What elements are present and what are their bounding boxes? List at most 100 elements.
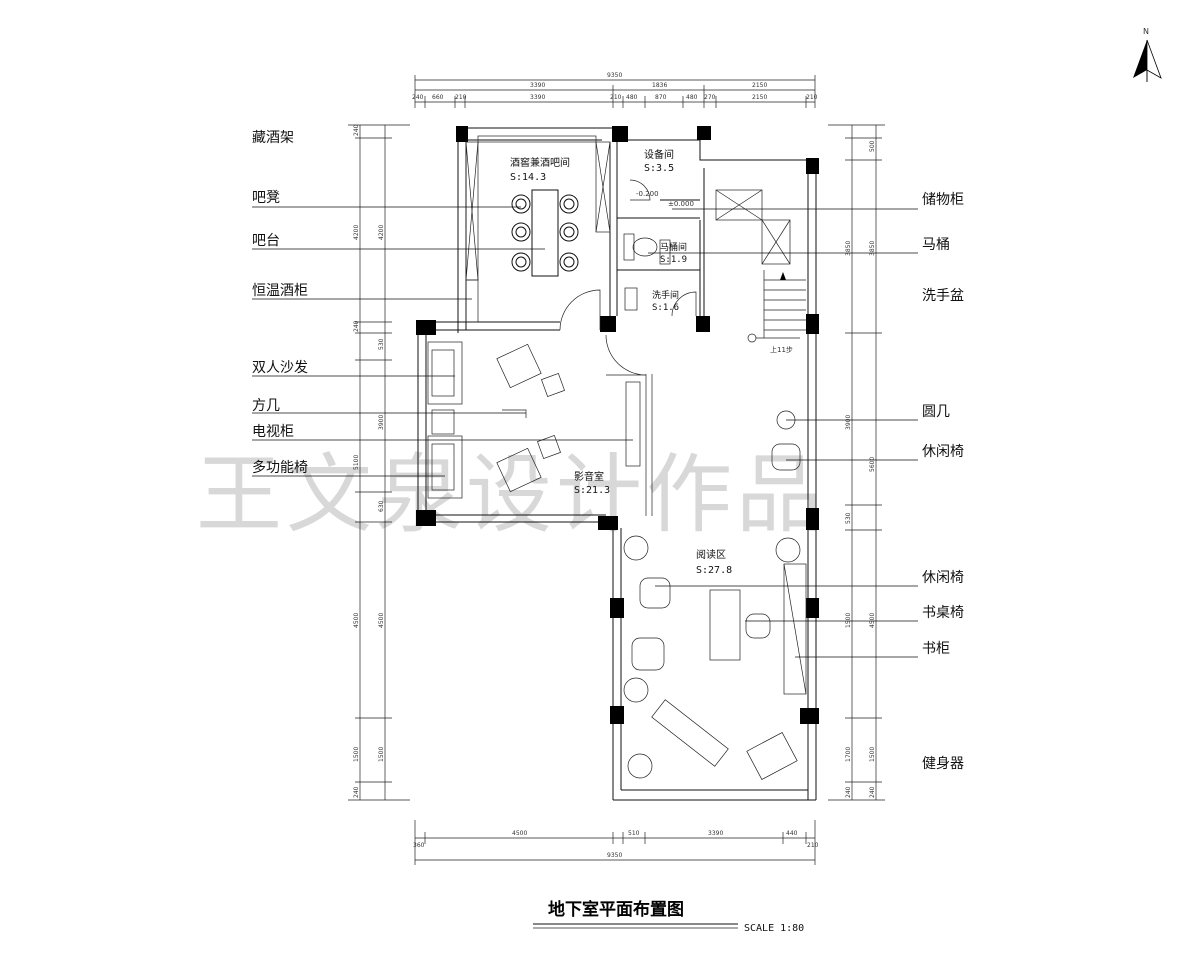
wall-column (456, 126, 468, 142)
level-equip: -0.200 (636, 190, 659, 198)
lounge-chair (771, 443, 801, 471)
walls (416, 126, 819, 801)
dim-left-outer-6: 240 (353, 786, 360, 798)
label-lounge-chair-2: 休闲椅 (922, 570, 964, 586)
dim-right-inner-0: 3850 (845, 241, 852, 256)
dim-top-total: 9350 (607, 72, 622, 79)
dim-top-row-9: 2150 (752, 94, 767, 101)
exercise-machine (746, 732, 798, 780)
wall-column (416, 320, 436, 335)
lounge-chair (631, 637, 665, 671)
drawing-title-block: 地下室平面布置图 SCALE 1:80 (533, 899, 804, 934)
room-wine-area: S:14.3 (510, 172, 546, 183)
wall-column (612, 126, 628, 142)
room-reading-name: 阅读区 (696, 548, 726, 561)
wash-door (671, 291, 697, 317)
dim-right-inner-3: 1500 (845, 613, 852, 628)
room-equip-name: 设备间 (644, 148, 674, 161)
dim-bottom-total: 9350 (607, 852, 622, 859)
stair-note: 上11步 (770, 345, 793, 354)
dim-left-inner-0: 4200 (378, 225, 385, 240)
dim-top-row-3: 3390 (530, 94, 545, 101)
room-toilet-name: 马桶间 (660, 241, 687, 253)
label-bar-counter: 吧台 (252, 233, 280, 249)
wine-rack (465, 135, 611, 281)
door-swing (559, 289, 601, 331)
dim-top-row-5: 480 (626, 94, 638, 101)
dim-left-inner-2: 3900 (378, 415, 385, 430)
two-seat-sofa (427, 341, 463, 405)
wall-column (598, 516, 618, 530)
label-bookcase: 书柜 (922, 641, 950, 657)
wall-column (610, 598, 624, 618)
hall-door (605, 334, 647, 376)
wall-column (600, 316, 616, 332)
wall-column (806, 314, 819, 334)
label-two-seat-sofa: 双人沙发 (252, 360, 308, 376)
tv-cabinet (625, 381, 641, 467)
room-labels: 酒窖兼酒吧间 S:14.3 设备间 S:3.5 -0.200 ±0.000 马桶… (510, 148, 793, 576)
level-hall: ±0.000 (668, 200, 694, 208)
plant-icon (775, 537, 801, 563)
plant-icon (623, 677, 649, 703)
dim-right-outer-5: 240 (869, 786, 876, 798)
dim-bottom-row-5: 210 (807, 842, 819, 849)
bar-stools (511, 194, 579, 272)
dim-left-inner-5: 1500 (378, 747, 385, 762)
dim-right-inner-1: 3900 (845, 415, 852, 430)
dim-top-row-4: 210 (610, 94, 622, 101)
room-theater-name: 影音室 (574, 470, 604, 483)
label-storage-cabinet: 储物柜 (922, 192, 964, 208)
wall-column (806, 158, 819, 174)
wall-column (696, 316, 710, 332)
ottoman (537, 435, 561, 459)
wall-column (610, 706, 624, 724)
treadmill (651, 699, 729, 767)
dim-left-outer-0: 240 (353, 124, 360, 136)
armchair (496, 343, 542, 389)
drawing-title: 地下室平面布置图 (548, 899, 684, 920)
toilet-fixture (623, 233, 658, 261)
dim-right-outer-1: 3850 (869, 241, 876, 256)
storage-cabinet-box (659, 239, 671, 265)
label-wine-cooler: 恒温酒柜 (252, 283, 308, 299)
dim-left-inner-3: 630 (378, 500, 385, 512)
plant-icon (627, 753, 653, 779)
label-multi-chair: 多功能椅 (252, 459, 308, 476)
wash-basin (624, 287, 638, 311)
room-theater-area: S:21.3 (574, 485, 610, 496)
dim-top-b: 1836 (652, 82, 667, 89)
right-annotations: 储物柜 马桶 洗手盆 圆几 休闲椅 休闲椅 书桌椅 书柜 健身器 (648, 192, 964, 772)
dim-right-outer-2: 5600 (869, 457, 876, 472)
dim-left-outer-1: 4200 (353, 225, 360, 240)
label-lounge-chair-1: 休闲椅 (922, 444, 964, 460)
dim-right-inner-5: 240 (845, 786, 852, 798)
dim-left-inner-1: 530 (378, 338, 385, 350)
bottom-dimensions: 360 4500 510 3390 440 210 9350 (413, 820, 819, 865)
dim-bottom-row-3: 3390 (708, 830, 723, 837)
dim-left-outer-5: 1500 (353, 747, 360, 762)
dim-top-row-1: 660 (432, 94, 444, 101)
wine-cooler (465, 279, 479, 323)
armchair (496, 447, 542, 493)
room-reading-area: S:27.8 (696, 565, 732, 576)
desk-chair (745, 613, 771, 639)
label-wine-rack: 藏酒架 (252, 130, 294, 146)
dim-left-inner-4: 4500 (378, 613, 385, 628)
dim-right-inner-2: 530 (845, 512, 852, 524)
plant-icon (623, 535, 649, 561)
dim-top-row-0: 240 (412, 94, 424, 101)
room-wash-area: S:1.6 (652, 303, 679, 313)
dim-left-outer-3: 5100 (353, 455, 360, 470)
dim-top-a: 3390 (530, 82, 545, 89)
dim-top-row-7: 480 (686, 94, 698, 101)
top-dimensions: 9350 3390 1836 2150 240 660 210 3390 210… (412, 72, 818, 108)
label-fitness-equipment: 健身器 (922, 756, 964, 772)
wall-column (806, 598, 819, 618)
label-toilet: 马桶 (922, 237, 950, 253)
ottoman (541, 373, 565, 397)
bookcase (783, 563, 807, 695)
dim-left-outer-2: 240 (353, 320, 360, 332)
multi-function-chair (427, 435, 463, 499)
dim-right-inner-4: 1700 (845, 747, 852, 762)
